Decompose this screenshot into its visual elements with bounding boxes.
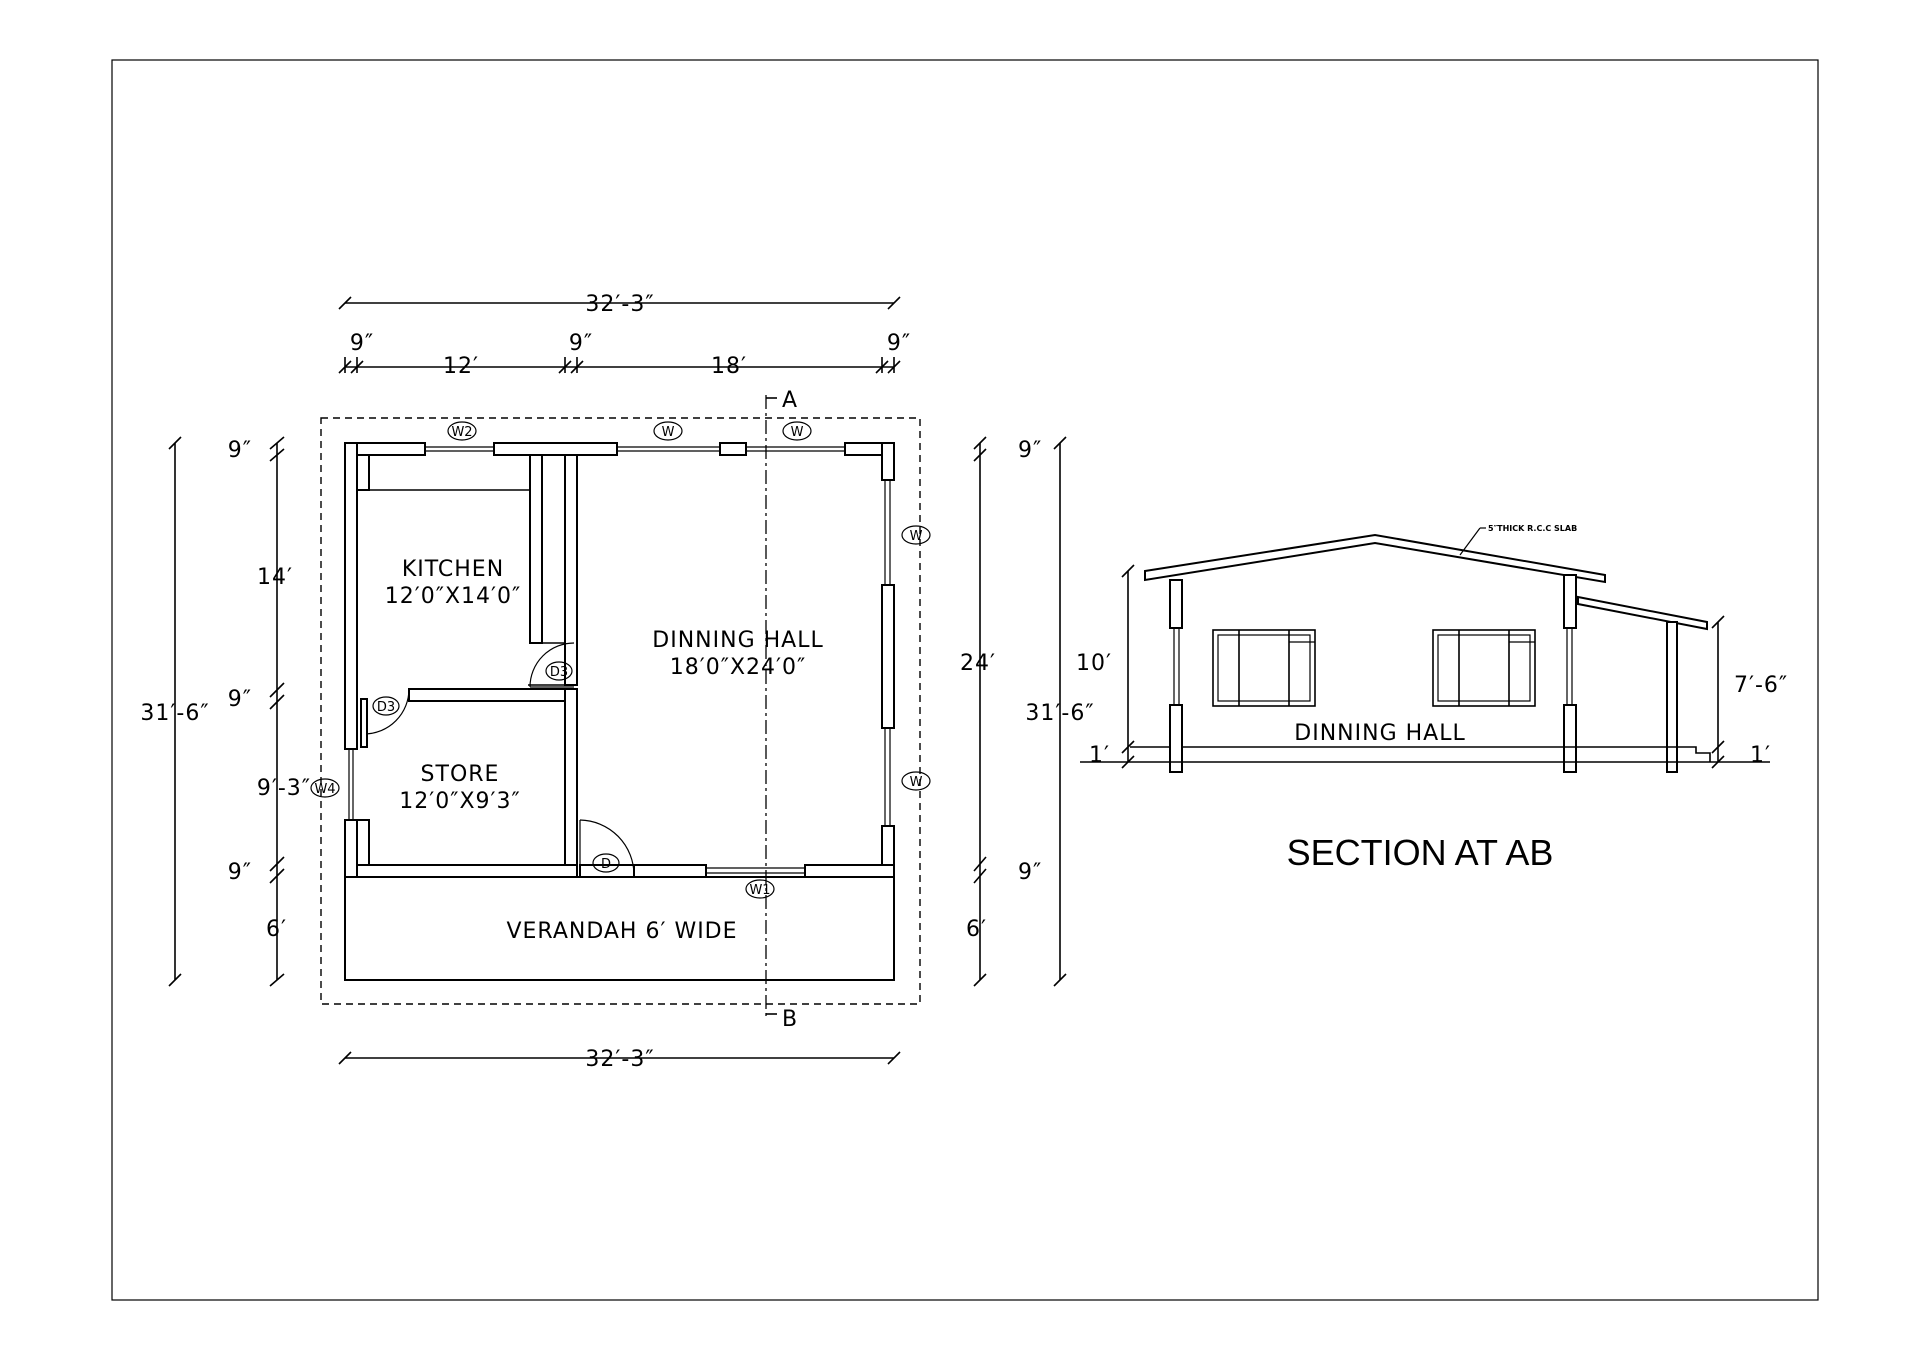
- opening-tags: W2 W W W W W1 W4 D3 D3 D: [310, 421, 931, 899]
- tag-w-right-2: W: [910, 775, 923, 790]
- dim-right-4: 6′: [966, 917, 987, 942]
- kitchen-size: 12′0″X14′0″: [385, 584, 521, 609]
- section-plinth-right: 1′: [1750, 743, 1771, 768]
- tag-w-top-2: W: [791, 425, 804, 440]
- dim-overall-width-bottom: 32′-3″: [585, 1047, 654, 1072]
- section-drawing: 5″THICK R.C.C SLAB DINNING HALL: [1076, 524, 1788, 873]
- section-mark-b: B: [782, 1007, 798, 1032]
- dining-hall-size: 18′0″X24′0″: [670, 655, 806, 680]
- section-height-left: 10′: [1076, 651, 1112, 676]
- section-plinth-left: 1′: [1089, 743, 1110, 768]
- dim-overall-width-top: 32′-3″: [585, 292, 654, 317]
- dimensions-bottom: 32′-3″: [338, 1047, 901, 1072]
- slab-note: 5″THICK R.C.C SLAB: [1488, 524, 1577, 533]
- dim-top-seg-5: 9″: [887, 331, 911, 356]
- tag-w-top-1: W: [662, 425, 675, 440]
- section-height-right: 7′-6″: [1734, 673, 1788, 698]
- kitchen-label: KITCHEN: [402, 557, 504, 582]
- tag-w4: W4: [314, 782, 335, 797]
- tag-d3-store: D3: [377, 700, 395, 715]
- plinth-outline: [320, 417, 921, 1005]
- verandah-label: VERANDAH 6′ WIDE: [506, 919, 737, 944]
- dim-left-2: 14′: [257, 565, 293, 590]
- dim-left-4: 9′-3″: [257, 776, 311, 801]
- dim-top-seg-3: 9″: [569, 331, 593, 356]
- dimensions-left: 31′-6″ 9″ 14′ 9″ 9′-3″ 9″ 6′: [140, 436, 311, 987]
- tag-w-right-1: W: [910, 529, 923, 544]
- dimensions-right: 9″ 24′ 9″ 6′ 31′-6″: [960, 436, 1094, 987]
- dim-top-seg-2: 12′: [443, 354, 479, 379]
- dim-top-seg-4: 18′: [711, 354, 747, 379]
- doors: [360, 642, 635, 876]
- tag-w1: W1: [749, 883, 770, 898]
- dim-top-seg-1: 9″: [350, 331, 374, 356]
- section-line-ab: A B: [765, 388, 798, 1032]
- dim-right-overall: 31′-6″: [1025, 701, 1094, 726]
- dim-right-3: 9″: [1018, 860, 1042, 885]
- floor-plan: A B W2 W W W W W1 W4 D3 D3 D: [140, 292, 1094, 1072]
- dimensions-top: 32′-3″ 9″ 12′ 9″ 18′ 9″: [338, 292, 911, 379]
- sheet-border: [111, 59, 1819, 1301]
- section-window-1: [1212, 629, 1316, 707]
- dim-left-1: 9″: [228, 438, 252, 463]
- dim-left-3: 9″: [228, 687, 252, 712]
- store-label: STORE: [421, 762, 500, 787]
- dim-left-5: 9″: [228, 860, 252, 885]
- tag-d-main: D: [601, 857, 611, 872]
- dim-right-2: 24′: [960, 651, 996, 676]
- section-window-2: [1432, 629, 1536, 707]
- walls: [344, 442, 895, 981]
- dining-hall-label: DINNING HALL: [652, 628, 823, 653]
- section-title: SECTION AT AB: [1287, 832, 1554, 873]
- store-size: 12′0″X9′3″: [399, 789, 520, 814]
- section-mark-a: A: [782, 388, 798, 413]
- dim-left-overall: 31′-6″: [140, 701, 209, 726]
- tag-d3-kitchen: D3: [550, 665, 568, 680]
- section-room-label: DINNING HALL: [1294, 721, 1465, 746]
- tag-w2: W2: [451, 425, 472, 440]
- room-labels: KITCHEN 12′0″X14′0″ DINNING HALL 18′0″X2…: [385, 557, 823, 944]
- dim-right-1: 9″: [1018, 438, 1042, 463]
- dim-left-6: 6′: [266, 917, 287, 942]
